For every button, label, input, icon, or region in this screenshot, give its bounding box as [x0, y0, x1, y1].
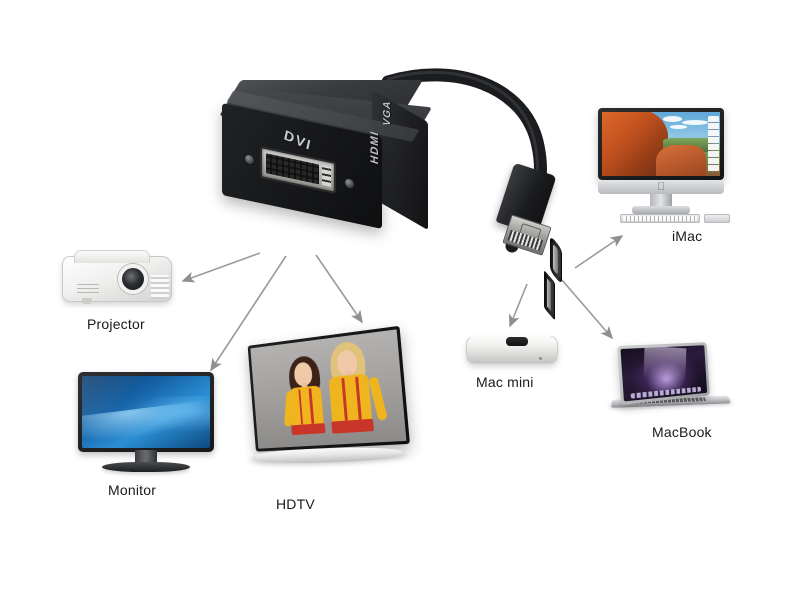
apple-logo-icon:  [657, 182, 667, 193]
projector-foot [82, 298, 92, 304]
label-projector: Projector [87, 316, 145, 332]
hdtv-person-right [320, 338, 387, 445]
hdtv-screen [250, 329, 406, 448]
imac-bezel [598, 108, 724, 180]
arrow-to-hdtv [316, 255, 362, 322]
projector-controls [77, 281, 99, 293]
arrow-to-macmini [510, 284, 527, 326]
macbook-screen [620, 345, 707, 401]
mac-mini-power-led [539, 357, 542, 360]
projector-top-panel [74, 250, 150, 263]
hdtv-bezel [248, 326, 410, 452]
label-mac-mini: Mac mini [476, 374, 534, 390]
imac-trackpad [704, 214, 730, 223]
person-skirt [331, 419, 374, 434]
imac-stand-foot [632, 206, 690, 214]
macbook-wallpaper-beam [643, 346, 686, 390]
monitor-screen [82, 376, 210, 448]
mini-displayport-connector [492, 168, 564, 264]
device-imac:  [592, 108, 732, 226]
imac-wallpaper-cloud [682, 120, 708, 125]
dvi-flat-blade [322, 165, 331, 187]
label-hdtv: HDTV [276, 496, 315, 512]
arrow-to-macbook [562, 280, 612, 338]
imac-wallpaper-rock [656, 145, 706, 176]
device-projector [62, 248, 182, 314]
monitor-bezel [78, 372, 214, 452]
label-monitor: Monitor [108, 482, 156, 498]
dvi-pin-grid [266, 153, 319, 184]
device-monitor [78, 372, 214, 476]
projector-lens [118, 264, 148, 294]
mac-mini-top-panel [470, 333, 552, 345]
label-macbook: MacBook [652, 424, 712, 440]
label-imac: iMac [672, 228, 702, 244]
device-macbook [612, 344, 734, 412]
imac-wallpaper-cloud [670, 125, 687, 129]
imac-keyboard-keys [623, 216, 697, 221]
monitor-screen-glare [82, 376, 165, 419]
imac-wallpaper-cloud [663, 116, 682, 122]
imac-dock [708, 116, 719, 172]
arrow-to-projector [183, 253, 260, 281]
vga-port-label: VGA [382, 99, 393, 128]
hdmi-port-label: HDMI [369, 129, 381, 166]
monitor-stand-base [102, 462, 190, 472]
video-adapter: DVI HDMI VGA [222, 80, 434, 240]
hdmi-port-contacts [547, 278, 551, 311]
imac-screen [602, 112, 720, 176]
device-hdtv [244, 336, 404, 484]
connector-metal-shield [502, 214, 551, 256]
projector-vent [151, 275, 169, 299]
imac-keyboard [620, 214, 700, 223]
macbook-lid [617, 342, 710, 405]
device-mac-mini [466, 330, 558, 376]
person-skirt [291, 423, 325, 435]
mac-mini-vent [506, 337, 528, 346]
person-arm [368, 376, 388, 421]
arrow-to-imac [575, 236, 622, 268]
